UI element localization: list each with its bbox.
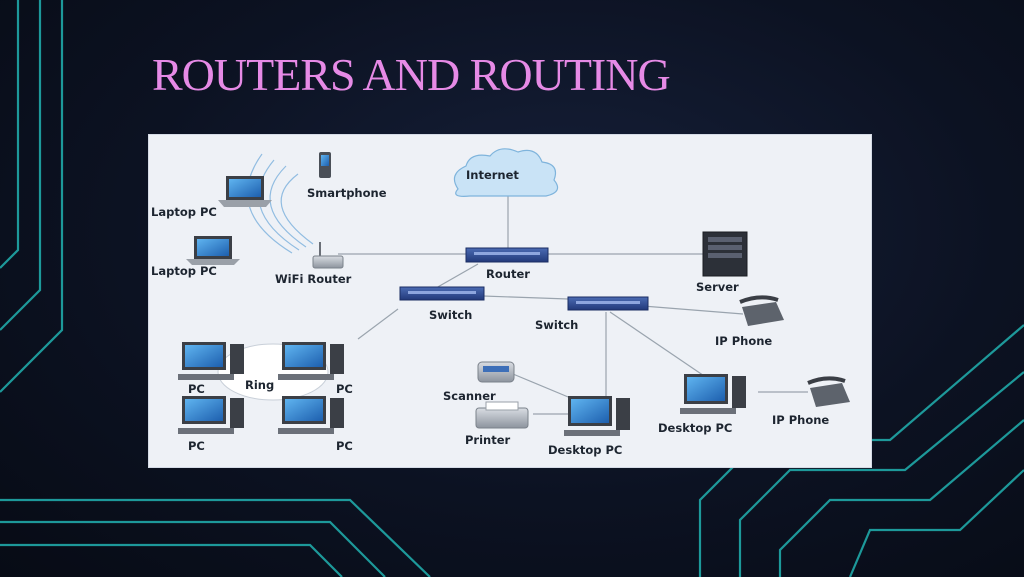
desktop-pc-label-1: Desktop PC: [548, 443, 622, 457]
cloud-icon: [453, 148, 559, 197]
printer-label: Printer: [465, 433, 511, 447]
pc-icon: [278, 396, 344, 434]
ip-phone-icon: [807, 376, 850, 407]
laptop-pc-label-1: Laptop PC: [151, 205, 217, 219]
pc-icon: [178, 396, 244, 434]
pc-label-1: PC: [188, 382, 205, 396]
switch-label-2: Switch: [535, 318, 578, 332]
ring-label: Ring: [245, 378, 274, 392]
ip-phone-label-2: IP Phone: [772, 413, 829, 427]
desktop-pc-label-2: Desktop PC: [658, 421, 732, 435]
switch-icon: [399, 286, 485, 301]
network-diagram-panel: Internet Smartphone Laptop PC Laptop PC …: [148, 134, 872, 468]
smartphone-icon: [319, 152, 331, 178]
desktop-pc-icon: [680, 374, 746, 414]
server-icon: [702, 231, 748, 277]
switch-label-1: Switch: [429, 308, 472, 322]
ip-phone-label-1: IP Phone: [715, 334, 772, 348]
pc-icon: [178, 342, 244, 380]
smartphone-label: Smartphone: [307, 186, 387, 200]
laptop-icon: [218, 176, 272, 207]
pc-label-4: PC: [336, 439, 353, 453]
server-label: Server: [696, 280, 739, 294]
ip-phone-icon: [739, 295, 784, 326]
network-diagram: Internet Smartphone Laptop PC Laptop PC …: [151, 148, 850, 457]
slide-title: ROUTERS AND ROUTING: [152, 49, 671, 100]
pc-icon: [278, 342, 344, 380]
printer-icon: [475, 401, 529, 429]
router-icon: [465, 247, 549, 263]
connection-lines: [338, 192, 808, 415]
internet-label: Internet: [466, 168, 519, 182]
scanner-icon: [477, 361, 515, 383]
desktop-pc-icon: [564, 396, 630, 436]
wifi-router-icon: [312, 242, 344, 269]
laptop-pc-label-2: Laptop PC: [151, 264, 217, 278]
wifi-router-label: WiFi Router: [275, 272, 352, 286]
pc-label-2: PC: [336, 382, 353, 396]
router-label: Router: [486, 267, 530, 281]
pc-label-3: PC: [188, 439, 205, 453]
scanner-label: Scanner: [443, 389, 496, 403]
switch-icon: [567, 296, 649, 311]
laptop-icon: [186, 236, 240, 265]
